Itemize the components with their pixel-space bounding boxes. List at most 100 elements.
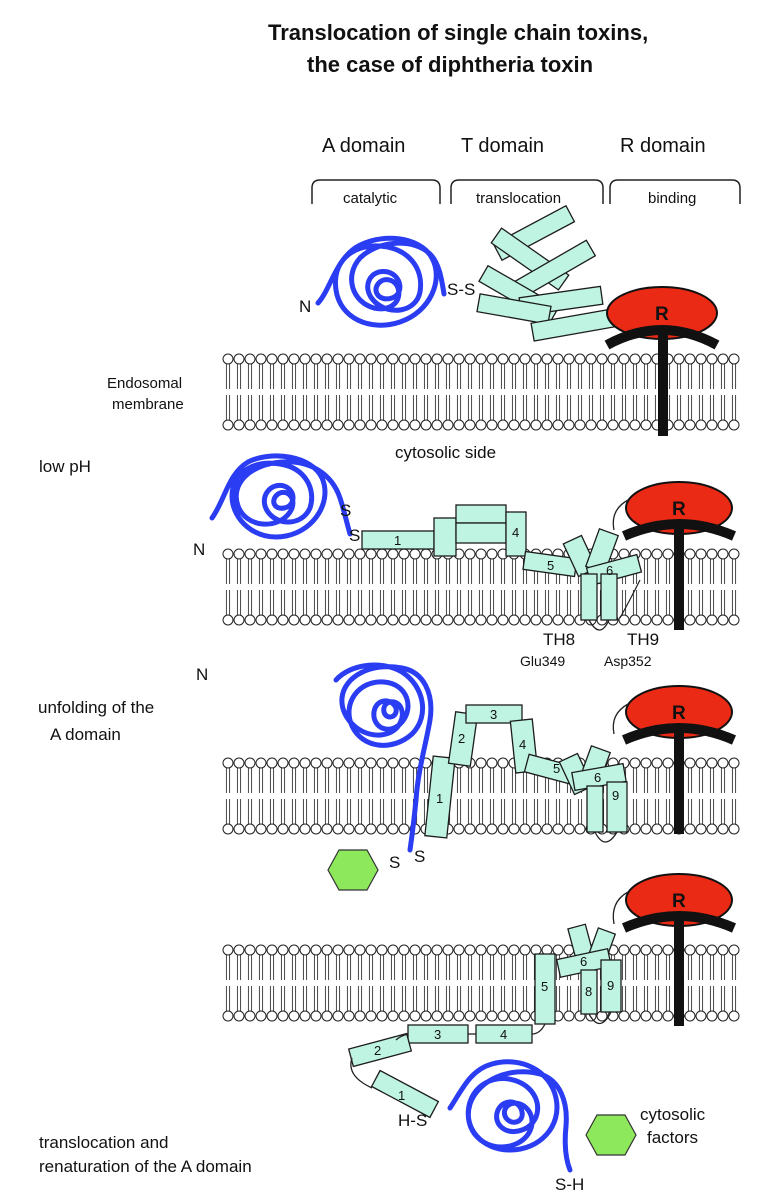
lipid-head xyxy=(607,353,619,365)
receptor: R xyxy=(612,873,736,1026)
lipid-head xyxy=(684,944,696,956)
domain-t-label: T domain xyxy=(461,135,544,157)
lipid-head xyxy=(464,353,476,365)
lipid-head xyxy=(255,614,267,626)
lipid-head xyxy=(255,944,267,956)
lipid-head xyxy=(475,1010,487,1022)
membrane-translocation xyxy=(222,944,740,1022)
lipid-head xyxy=(277,1010,289,1022)
lipid-head xyxy=(398,353,410,365)
lipid-head xyxy=(629,823,641,835)
lipid-head xyxy=(706,353,718,365)
lipid-head xyxy=(299,419,311,431)
lipid-head xyxy=(530,614,542,626)
lipid-head xyxy=(728,944,740,956)
lipid-head xyxy=(233,419,245,431)
lipid-head xyxy=(299,548,311,560)
a-domain-chain xyxy=(209,453,353,540)
lipid-head xyxy=(288,353,300,365)
lipid-head xyxy=(277,823,289,835)
lipid-head xyxy=(728,353,740,365)
lipid-head xyxy=(651,548,663,560)
domain-a-label: A domain xyxy=(322,135,405,157)
cytosolic-factors-label-2: factors xyxy=(647,1128,698,1147)
helix xyxy=(476,293,552,325)
h-s-label: H-S xyxy=(398,1111,427,1130)
s-h-label: S-H xyxy=(555,1175,584,1194)
lipid-head xyxy=(266,944,278,956)
lipid-head xyxy=(684,353,696,365)
lipid-head xyxy=(255,823,267,835)
lipid-head xyxy=(629,353,641,365)
lipid-head xyxy=(519,944,531,956)
translocation-label-1: translocation and xyxy=(39,1133,168,1152)
lipid-head xyxy=(662,757,674,769)
lipid-head xyxy=(244,614,256,626)
lipid-head xyxy=(321,944,333,956)
sulfur-label-2: S xyxy=(349,526,360,545)
lipid-head xyxy=(442,1010,454,1022)
receptor: R xyxy=(604,286,720,436)
loop xyxy=(594,831,618,843)
unfolding-label-1: unfolding of the xyxy=(38,698,154,717)
lipid-head xyxy=(244,548,256,560)
lipid-head xyxy=(706,548,718,560)
lipid-head xyxy=(420,419,432,431)
helix-number: 3 xyxy=(434,1027,441,1042)
helix-number: 4 xyxy=(500,1027,507,1042)
receptor-cup xyxy=(622,723,736,745)
lipid-head xyxy=(486,944,498,956)
lipid-head xyxy=(343,1010,355,1022)
lipid-head xyxy=(310,548,322,560)
lipid-head xyxy=(508,614,520,626)
asp352-label: Asp352 xyxy=(604,653,652,669)
lipid-head xyxy=(376,614,388,626)
a-domain-chain xyxy=(333,662,434,853)
lipid-head xyxy=(541,614,553,626)
lipid-head xyxy=(563,614,575,626)
lipid-head xyxy=(508,823,520,835)
lipid-head xyxy=(728,757,740,769)
lipid-head xyxy=(431,944,443,956)
lipid-head xyxy=(552,353,564,365)
lipid-head xyxy=(277,614,289,626)
helix-4 xyxy=(505,511,527,557)
helix-number: 3 xyxy=(490,707,497,722)
lipid-head xyxy=(673,419,685,431)
n-terminus-label: N xyxy=(299,297,311,316)
lipid-head xyxy=(365,353,377,365)
lipid-head xyxy=(464,614,476,626)
helix-number: 8 xyxy=(585,984,592,999)
lipid-head xyxy=(354,419,366,431)
lipid-head xyxy=(244,1010,256,1022)
lipid-head xyxy=(288,823,300,835)
lipid-head xyxy=(497,1010,509,1022)
lipid-head xyxy=(475,757,487,769)
lipid-head xyxy=(332,548,344,560)
lipid-head xyxy=(387,944,399,956)
lipid-head xyxy=(343,419,355,431)
lipid-head xyxy=(574,823,586,835)
lipid-head xyxy=(585,419,597,431)
r-domain-label: R xyxy=(672,891,686,912)
lipid-head xyxy=(684,614,696,626)
lipid-head xyxy=(431,419,443,431)
t-r-linker xyxy=(612,499,629,531)
helix xyxy=(586,785,604,833)
lipid-head xyxy=(464,419,476,431)
lipid-head xyxy=(662,944,674,956)
lipid-head xyxy=(387,548,399,560)
unfolding-label-2: A domain xyxy=(50,725,121,744)
lipid-head xyxy=(695,614,707,626)
lipid-head xyxy=(387,1010,399,1022)
lipid-head xyxy=(222,353,234,365)
lipid-head xyxy=(640,353,652,365)
lipid-head xyxy=(321,419,333,431)
endosomal-membrane xyxy=(222,353,740,431)
t-r-linker xyxy=(612,891,629,925)
lipid-head xyxy=(354,1010,366,1022)
lipid-head xyxy=(332,353,344,365)
lipid-head xyxy=(266,353,278,365)
lipid-head xyxy=(398,614,410,626)
